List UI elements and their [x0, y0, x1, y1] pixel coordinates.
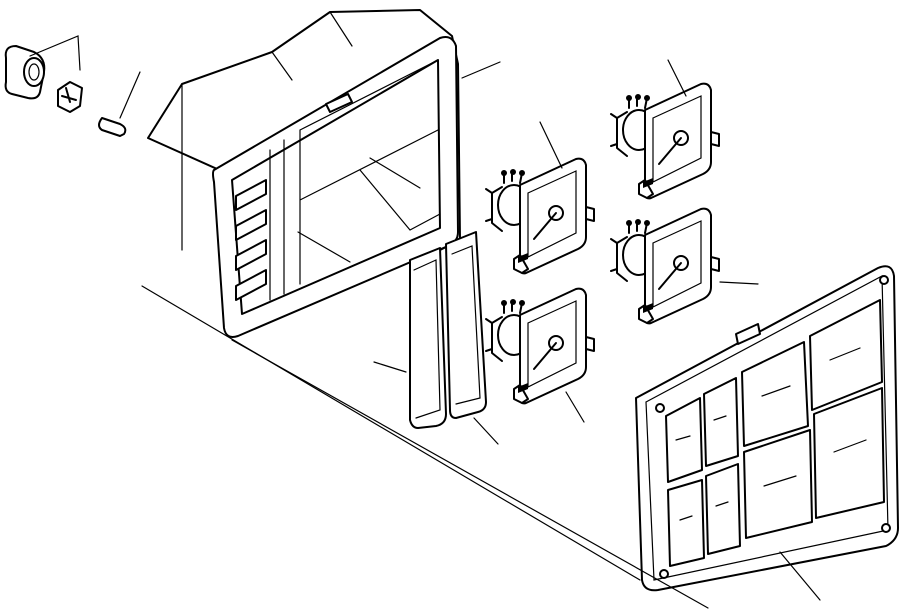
alignment-line — [231, 339, 709, 609]
plate-icon — [445, 231, 487, 419]
bulb-socket-icon — [4, 45, 46, 100]
gauge-top-right — [610, 82, 720, 200]
gauge-middle-right — [610, 207, 720, 325]
leader-line — [29, 35, 81, 71]
leader-line — [779, 551, 821, 601]
leader-line — [373, 361, 407, 373]
panel-icon — [635, 265, 899, 592]
bulb-holder-icon — [57, 81, 83, 113]
leader-line — [539, 121, 563, 169]
housing-icon — [147, 9, 461, 338]
leader-line — [119, 71, 141, 119]
leader-line — [473, 417, 499, 445]
clip-icon — [98, 117, 127, 137]
gauge-middle-left — [485, 157, 595, 275]
plate-icon — [409, 247, 447, 429]
leader-line — [719, 281, 759, 285]
leader-line — [461, 61, 501, 79]
alignment-line — [141, 285, 641, 581]
leader-line — [667, 59, 687, 97]
gauge-bottom-left — [485, 287, 595, 405]
leader-line — [565, 391, 585, 423]
